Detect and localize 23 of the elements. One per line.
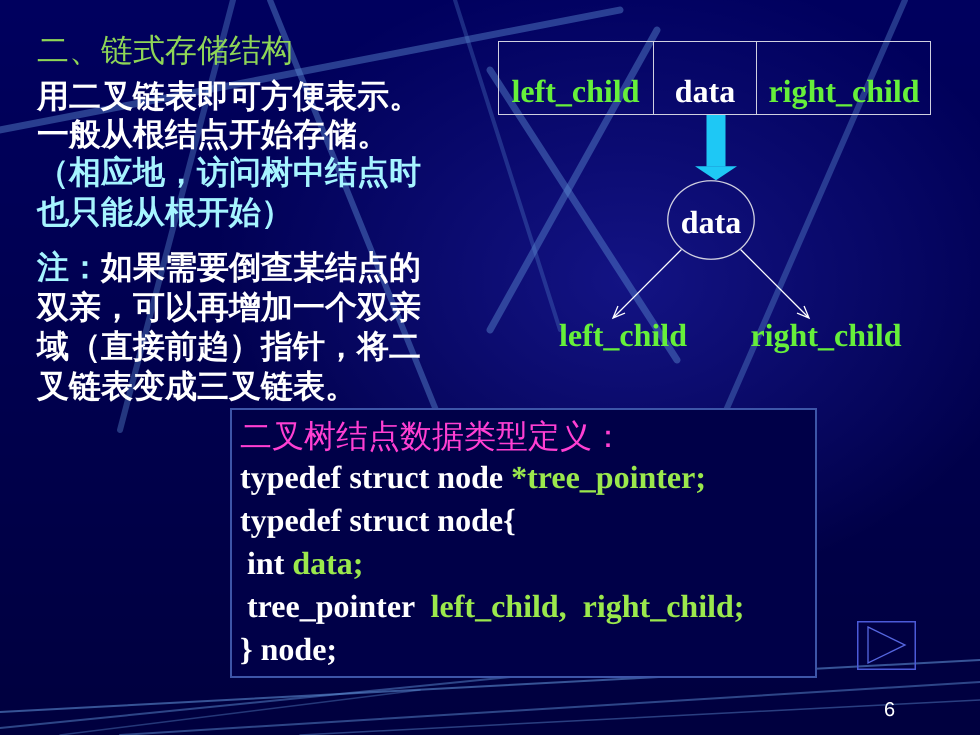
code-line: typedef struct node *tree_pointer; [240, 458, 706, 497]
code-line: int data; [247, 544, 364, 583]
block-arrow [695, 115, 737, 180]
code-line: } node; [240, 630, 338, 669]
body-text: 用二叉链表即可方便表示。 [37, 77, 421, 115]
table-cell: data [653, 41, 756, 115]
child-label: right_child [744, 318, 908, 352]
table-cell: left_child [498, 41, 653, 115]
code-box [230, 408, 817, 678]
child-label: left_child [552, 318, 694, 352]
record-box [498, 41, 931, 115]
arrow [612, 249, 682, 319]
circle-node: data [667, 180, 755, 260]
box-heading: 二叉树结点数据类型定义： [240, 417, 624, 456]
remark-text: （相应地，访问树中结点时也只能从根开始） [37, 153, 422, 232]
note-text: 注：如果需要倒查某结点的双亲，可以再增加一个双亲域（直接前趋）指针，将二叉链表变成三叉链表。 [37, 248, 422, 406]
page-number: 6 [884, 698, 896, 722]
code-line: typedef struct node{ [240, 501, 516, 540]
code-line: tree_pointer left_child, right_child; [247, 587, 744, 626]
arrow [740, 249, 810, 319]
body-text: 一般从根结点开始存储。 [37, 115, 389, 153]
slide-title: 二、链式存储结构 [37, 31, 293, 70]
table-cell: right_child [756, 41, 931, 115]
